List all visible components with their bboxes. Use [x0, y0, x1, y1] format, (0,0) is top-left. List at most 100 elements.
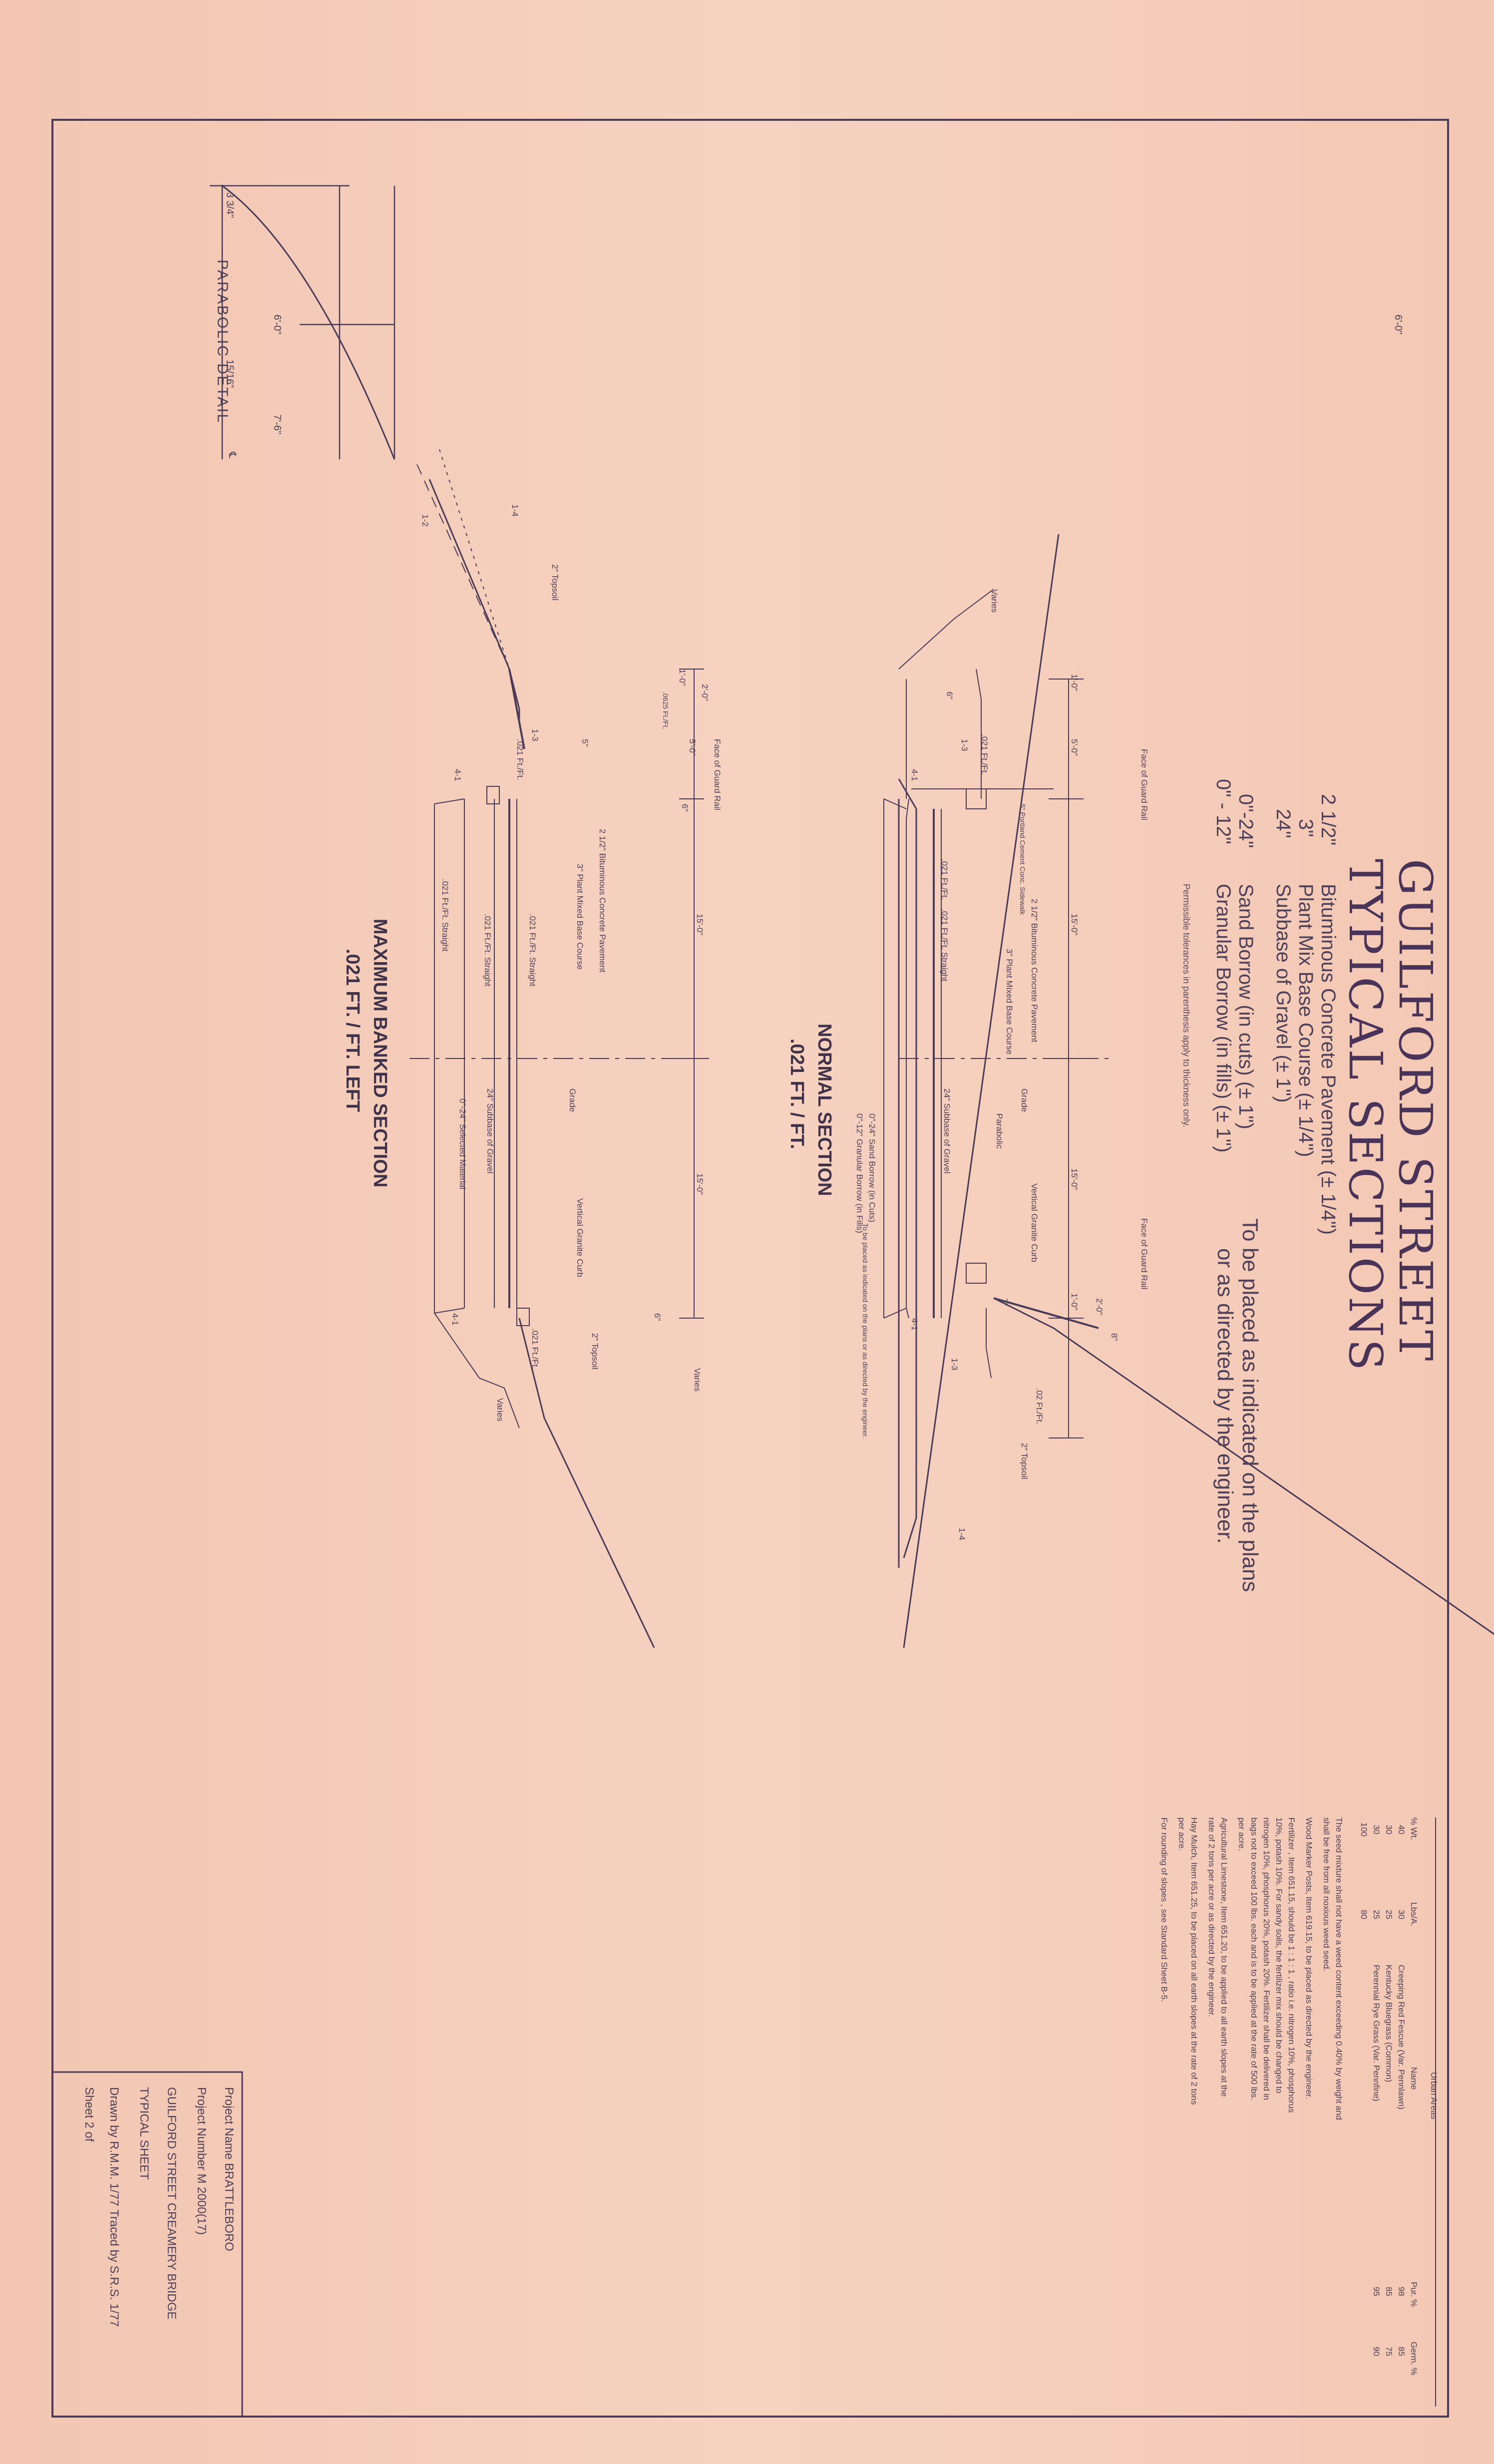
seed-row2-pur: 85 — [1384, 2287, 1394, 2296]
ns-borrow-note: To be placed as indicated on the plans o… — [861, 1223, 869, 1438]
material-1-name: Bituminous Concrete Pavement (± 1/4") — [1317, 884, 1339, 1235]
seed-row2-wt: 30 — [1384, 1825, 1394, 1834]
ns-eight-in: 8" — [1110, 1333, 1119, 1341]
bs-selected: 0"-24" Selected Material — [458, 1098, 467, 1190]
seed-row1-wt: 40 — [1397, 1825, 1406, 1834]
seed-note-6: nitrogen 10%, phosphorus 20%, potash 20%… — [1262, 1817, 1271, 2101]
ns-borrow-sand: 0"-24" Sand Borrow (in Cuts) — [867, 1113, 877, 1223]
seed-row3-pur: 95 — [1372, 2287, 1381, 2296]
bs-six-b: 6" — [653, 1313, 662, 1321]
ns-face-guard-rail-top: Face of Guard Rail — [1139, 749, 1149, 820]
ns-topsoil: 2" Topsoil — [1020, 1443, 1029, 1479]
parabolic-dim-left: 3 3/4" — [224, 192, 235, 218]
ns-borrow-gran: 0"-12" Granular Borrow (in Fills) — [855, 1113, 864, 1233]
parabolic-dim-bottom: 7'-6" — [272, 414, 283, 434]
ns-slope-4-1a: 4-1 — [910, 769, 919, 781]
banked-section-title: MAXIMUM BANKED SECTION — [370, 919, 390, 1188]
seed-row3-wt: 30 — [1372, 1825, 1381, 1834]
bs-face-guard-rail: Face of Guard Rail — [713, 739, 722, 810]
ns-slope-1-3b: 1-3 — [950, 1358, 959, 1371]
seed-col-name: Name — [1409, 2067, 1419, 2090]
ns-face-guard-rail-bottom: Face of Guard Rail — [1139, 1218, 1149, 1290]
seed-row2-germ: 75 — [1384, 2347, 1394, 2356]
parabolic-dim-top: 6'-0" — [1393, 315, 1404, 335]
tb-project-name: Project Name BRATTLEBORO — [222, 2087, 236, 2251]
ns-fifteen-a: 15'-0" — [1070, 914, 1079, 936]
material-5-name: Granular Borrow (in fills) (± 1") — [1212, 884, 1234, 1153]
seed-row3-name: Perennial Rye Grass (Var. Pennfine) — [1372, 1965, 1381, 2102]
seed-row3-germ: 90 — [1372, 2347, 1381, 2356]
ns-pitch-right: .021 Ft./Ft. — [940, 859, 949, 900]
tolerance-note: Permissible tolerances in parenthesis ap… — [1181, 884, 1191, 1127]
material-3-thickness: 24" — [1272, 809, 1294, 838]
ns-slope-4-1b: 4-1 — [910, 1318, 919, 1331]
seed-heading: Urban Areas — [1429, 2072, 1439, 2119]
seed-note-1: The seed mixture shall not have a weed c… — [1334, 1817, 1344, 2120]
sheet-border — [51, 119, 1449, 2418]
seed-row1-name: Creeping Red Fescue (Var. Pennlawn) — [1397, 1965, 1406, 2110]
ns-grade: Grade — [1020, 1088, 1029, 1112]
seed-row1-pur: 98 — [1397, 2287, 1406, 2296]
tb-sheet-no: Sheet 2 of — [82, 2087, 96, 2142]
bs-pitch-0625: .0625 Ft./Ft. — [662, 692, 670, 729]
normal-section-title: NORMAL SECTION — [814, 1024, 835, 1196]
seed-note-5: 10%, potash 10%. For sandy soils, the fe… — [1274, 1817, 1284, 2094]
bs-straight-a: .021 Ft./Ft. Straight — [528, 914, 537, 987]
material-3-name: Subbase of Gravel (± 1") — [1272, 884, 1294, 1103]
seed-row1-germ: 85 — [1397, 2347, 1406, 2356]
ns-plant-mix: 3" Plant Mixed Base Course — [1005, 949, 1014, 1055]
bs-grade: Grade — [568, 1088, 577, 1112]
seed-note-2: shall be free from all noxious weed seed… — [1322, 1817, 1331, 1972]
seed-note-7: bags not to exceed 100 lbs. each and is … — [1249, 1817, 1259, 2101]
seed-note-13: For rounding of slopes , see Standard Sh… — [1159, 1817, 1169, 2002]
bs-pitch-right: .021 Ft./Ft. — [530, 1328, 540, 1370]
material-5-thickness: 0" - 12" — [1212, 779, 1234, 844]
ns-pitch-02: .02 Ft./Ft. — [1035, 1388, 1044, 1424]
ns-fifteen-b: 15'-0" — [1070, 1168, 1079, 1190]
ns-straight-left: .021 Ft./Ft. Straight — [940, 909, 949, 982]
placement-note-line2: or as directed by the engineer. — [1213, 1248, 1237, 1544]
parabolic-detail-drawing — [210, 185, 395, 460]
seed-col-pur: Pur. % — [1409, 2282, 1419, 2307]
ns-bit-conc: 2 1/2" Bituminous Concrete Pavement — [1030, 899, 1039, 1043]
ns-slope-1-3a: 1-3 — [960, 739, 969, 751]
parabolic-dim-right: 15/16" — [224, 359, 235, 388]
normal-section-subtitle: .021 FT. / FT. — [786, 1039, 807, 1149]
ns-five-foot: 5'-0" — [1070, 739, 1079, 756]
bs-slope-1-3: 1-3 — [530, 729, 540, 741]
bs-slope-1-4: 1-4 — [510, 504, 520, 517]
seed-note-10: rate of 2 tons per acre or as directed b… — [1207, 1817, 1216, 2017]
placement-note-line1: To be placed as indicated on the plans — [1238, 1218, 1262, 1592]
ns-parabolic: Parabolic — [995, 1113, 1004, 1149]
bs-two-ft: 2'-0" — [700, 684, 710, 701]
seed-row3-lbs: 25 — [1372, 1910, 1381, 1919]
tb-drawn-by: Drawn by R.M.M. 1/77 Traced by S.R.S. 1/… — [107, 2087, 121, 2327]
parabolic-dim-top-b: 6'-0" — [272, 315, 283, 335]
seed-note-3: Wood Marker Posts, Item 619.15, to be pl… — [1304, 1817, 1314, 2099]
seed-row2-name: Kentucky Bluegrass (Common) — [1384, 1965, 1394, 2083]
ns-sidewalk: 5" Portland Cement Conc. Sidewalk — [1019, 804, 1027, 915]
title-line2: TYPICAL SECTIONS — [1339, 859, 1392, 1373]
ns-varies: Varies — [990, 589, 999, 613]
parabolic-detail-title: PARABOLIC DETAIL — [214, 260, 231, 424]
bs-varies-b: Varies — [495, 1398, 505, 1421]
bs-subbase: 24" Subbase of Gravel — [485, 1088, 495, 1174]
normal-section-drawing — [883, 534, 1494, 1648]
ns-six-in: 6" — [945, 692, 954, 700]
ns-two-ft: 2'-0" — [1095, 1298, 1104, 1315]
bs-topsoil-left: 2" Topsoil — [550, 564, 560, 601]
seed-col-germ: Germ. % — [1409, 2342, 1419, 2376]
bs-six-a: 6" — [680, 804, 690, 812]
bs-slope-4-1a: 4-1 — [453, 769, 462, 781]
bs-vert-curb: Vertical Granite Curb — [575, 1198, 585, 1277]
bs-five-in: 5" — [580, 739, 590, 747]
ns-pitch-left: .021 Ft./Ft. — [980, 734, 989, 775]
material-2-name: Plant Mix Base Course (± 1/4") — [1295, 884, 1317, 1157]
bs-straight-b: .021 Ft./Ft. Straight — [483, 914, 492, 987]
seed-col-lbs: Lbs/A. — [1409, 1902, 1419, 1927]
tb-street: GUILFORD STREET CREAMERY BRIDGE — [165, 2087, 178, 2320]
seed-note-4: Fertilizer , Item 651.15, should be 1 : … — [1287, 1817, 1296, 2113]
ns-slope-1-4: 1-4 — [957, 1528, 967, 1540]
tb-project-number: Project Number M 2000(17) — [195, 2087, 208, 2235]
